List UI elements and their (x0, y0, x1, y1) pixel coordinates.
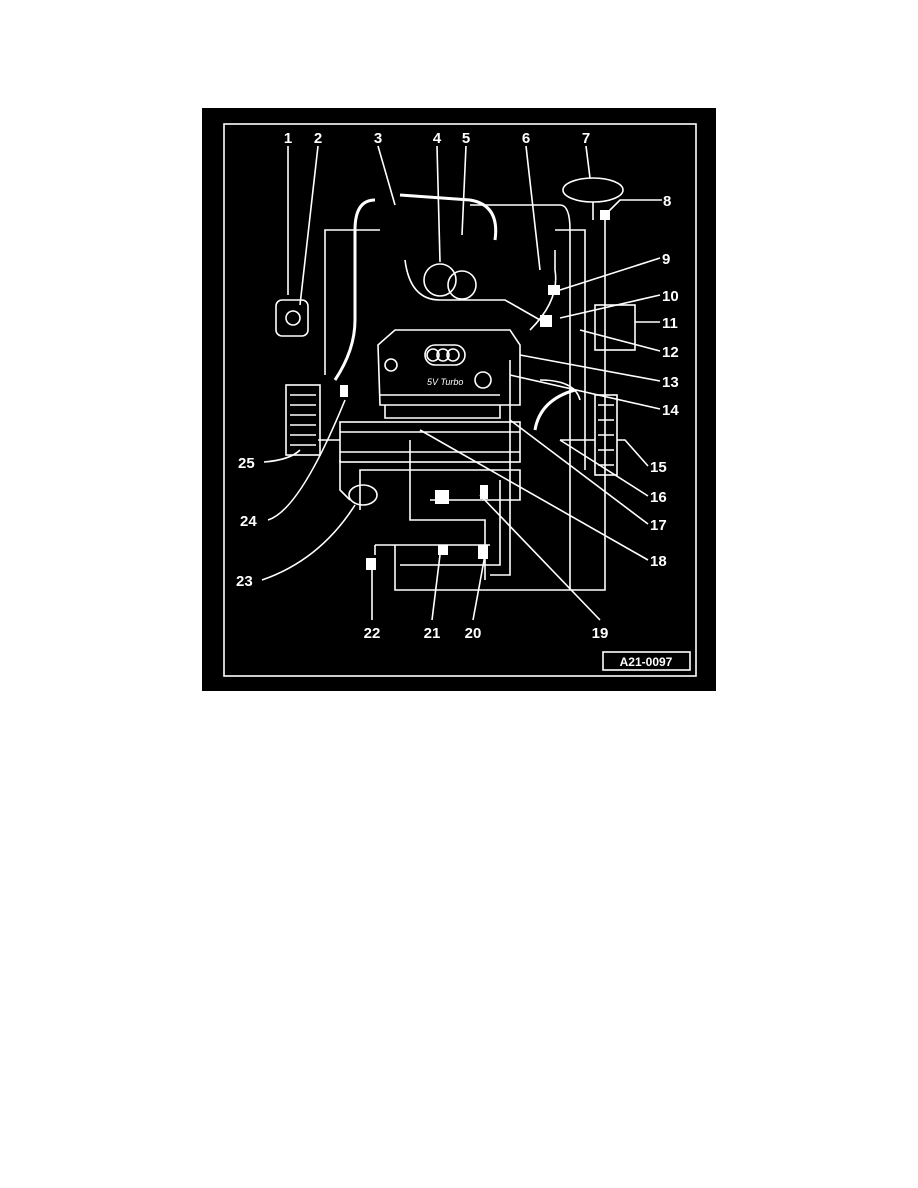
callout-23: 23 (236, 573, 253, 590)
callout-7: 7 (582, 130, 590, 147)
callout-leaders (261, 145, 662, 621)
callout-12: 12 (662, 344, 679, 361)
figure-id-box (602, 651, 691, 671)
callout-5: 5 (462, 130, 470, 147)
callout-11: 11 (662, 315, 678, 332)
diagram-frame (223, 123, 697, 677)
callout-1: 1 (284, 130, 292, 147)
callout-24: 24 (240, 513, 257, 530)
callout-18: 18 (650, 553, 667, 570)
callout-labels: 1 2 3 4 5 6 7 8 9 10 11 12 13 14 15 16 1… (236, 130, 679, 642)
callout-13: 13 (662, 374, 679, 391)
callout-21: 21 (424, 625, 441, 642)
engine-drawing: 5V Turbo (275, 177, 636, 591)
callout-3: 3 (374, 130, 382, 147)
callout-19: 19 (592, 625, 609, 642)
callout-4: 4 (433, 130, 442, 147)
callout-25: 25 (238, 455, 255, 472)
engine-vacuum-hose-diagram: 5V Turbo (202, 108, 716, 691)
callout-9: 9 (662, 251, 670, 268)
callout-10: 10 (662, 288, 679, 305)
callout-20: 20 (465, 625, 482, 642)
callout-8: 8 (663, 193, 671, 210)
callout-17: 17 (650, 517, 667, 534)
callout-15: 15 (650, 459, 667, 476)
callout-22: 22 (364, 625, 381, 642)
callout-6: 6 (522, 130, 530, 147)
diagram-background (202, 108, 716, 691)
engine-cover-text: 5V Turbo (427, 377, 463, 387)
figure-id: A21-0097 (620, 655, 673, 669)
callout-16: 16 (650, 489, 667, 506)
callout-2: 2 (314, 130, 322, 147)
callout-14: 14 (662, 402, 679, 419)
